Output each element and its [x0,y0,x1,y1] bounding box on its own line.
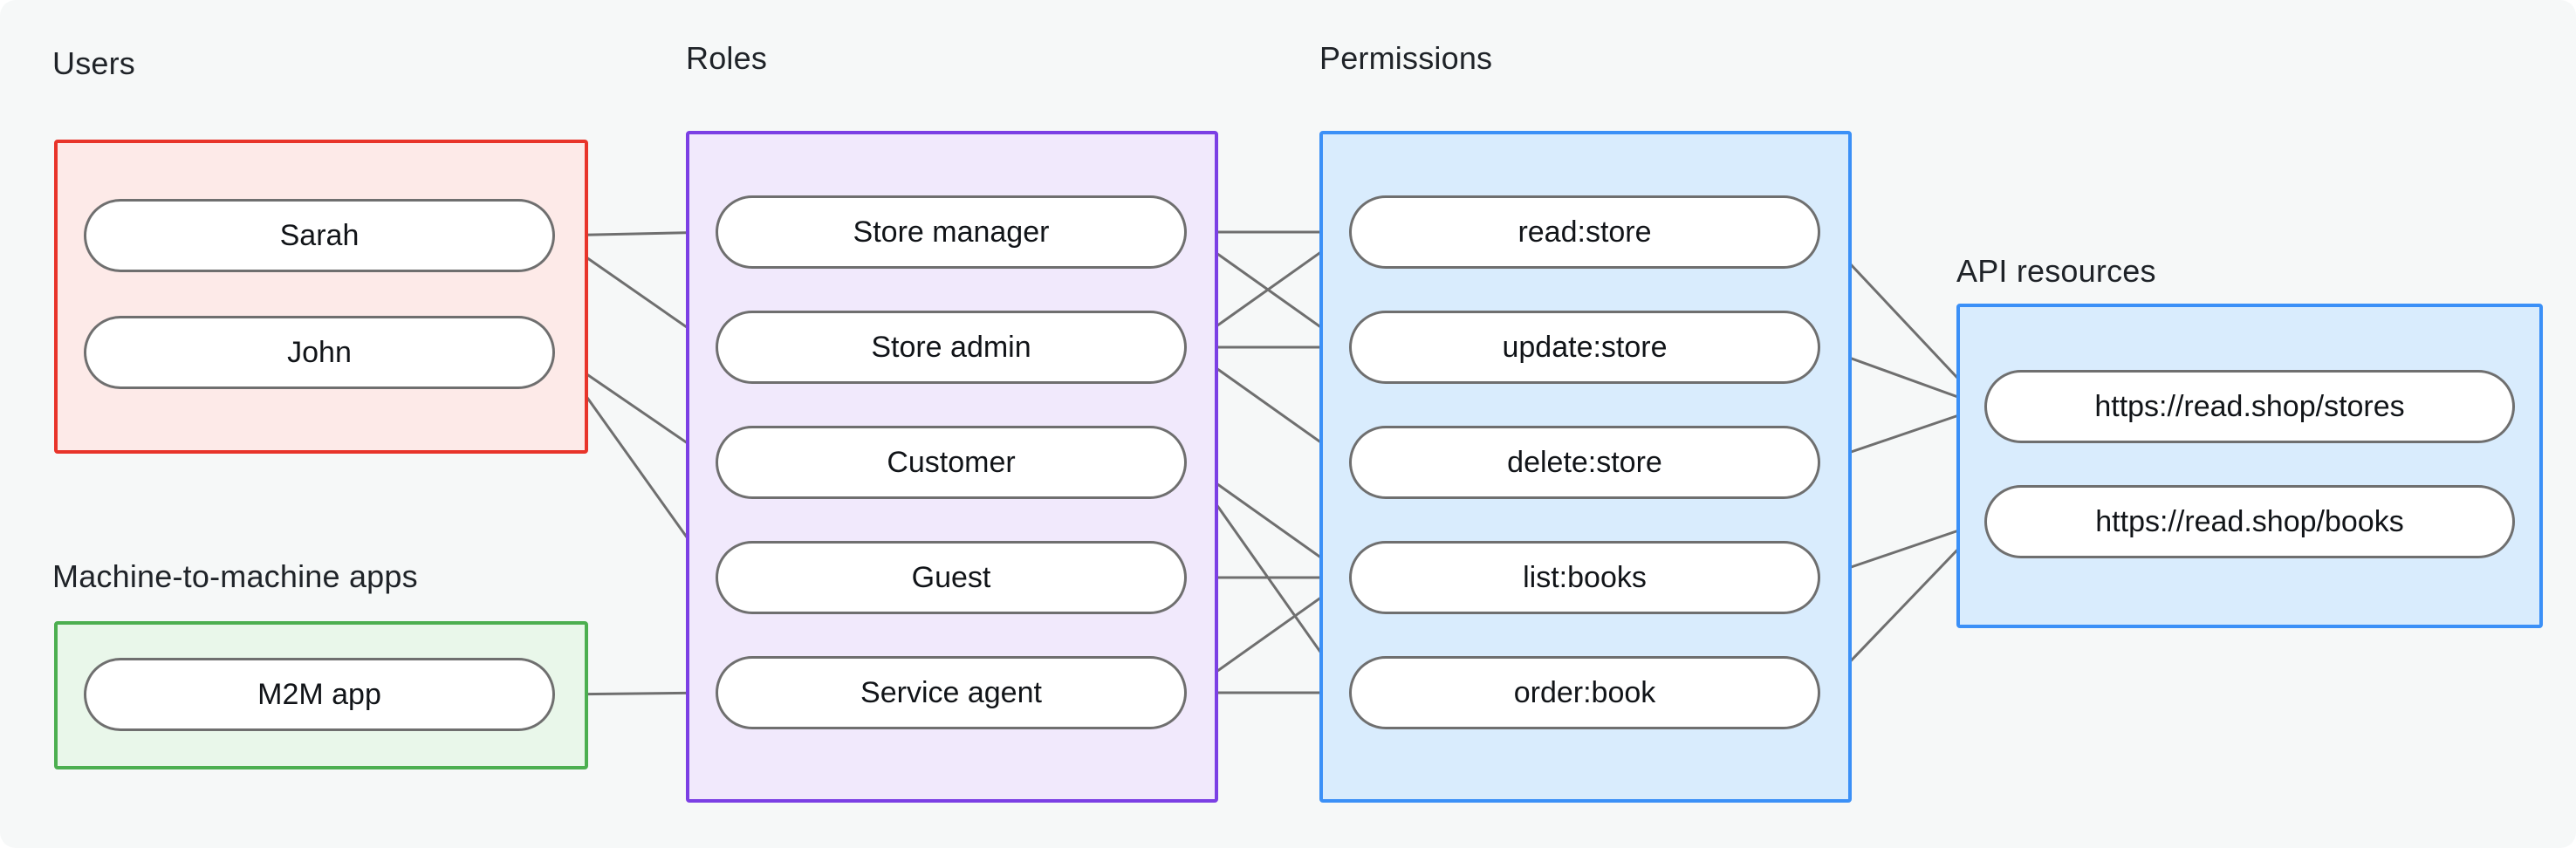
node-list-books[interactable]: list:books [1349,541,1820,614]
node-delete-store[interactable]: delete:store [1349,426,1820,499]
node-sarah[interactable]: Sarah [84,199,555,272]
node-res-stores[interactable]: https://read.shop/stores [1984,370,2515,443]
node-update-store[interactable]: update:store [1349,311,1820,384]
group-title-m2m: Machine-to-machine apps [52,558,418,594]
node-res-books[interactable]: https://read.shop/books [1984,485,2515,558]
node-guest[interactable]: Guest [716,541,1187,614]
group-box-users [54,140,588,454]
node-store-admin[interactable]: Store admin [716,311,1187,384]
group-title-users: Users [52,45,136,81]
node-service-agent[interactable]: Service agent [716,656,1187,729]
group-title-permissions: Permissions [1319,40,1493,76]
node-store-manager[interactable]: Store manager [716,195,1187,269]
group-title-roles: Roles [686,40,768,76]
group-box-api [1956,304,2543,628]
node-order-book[interactable]: order:book [1349,656,1820,729]
node-m2m-app[interactable]: M2M app [84,658,555,731]
node-read-store[interactable]: read:store [1349,195,1820,269]
group-title-api: API resources [1956,253,2156,289]
node-customer[interactable]: Customer [716,426,1187,499]
node-john[interactable]: John [84,316,555,389]
